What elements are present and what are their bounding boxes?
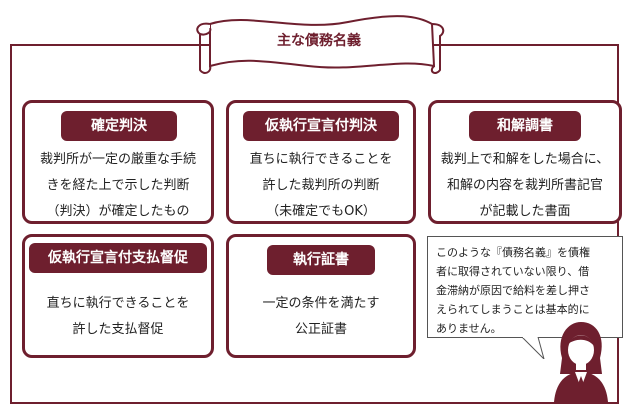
- card-desc-line: 公正証書: [294, 322, 347, 337]
- title-scroll: 主な債務名義: [188, 6, 452, 78]
- diagram-title: 主な債務名義: [277, 33, 361, 49]
- note-line: ありません。: [436, 322, 502, 335]
- card-desc-line: 直ちに執行できることを: [249, 152, 393, 167]
- card-kakutei-hanketsu: 確定判決 裁判所が一定の厳重な手続 きを経た上で示した判断 （判決）が確定したも…: [22, 100, 214, 224]
- card-desc-line: （未確定でもOK）: [266, 204, 376, 219]
- card-karishikkou-hanketsu: 仮執行宣言付判決 直ちに執行できることを 許した裁判所の判断 （未確定でもOK）: [226, 100, 416, 224]
- card-desc-line: 許した裁判所の判断: [262, 178, 380, 193]
- card-label: 和解調書: [469, 111, 581, 141]
- note-line: 金滞納が原因で給料を差し押さ: [436, 284, 590, 297]
- card-desc-line: （判決）が確定したもの: [46, 204, 190, 219]
- note-line: 者に取得されていない限り、借: [436, 265, 590, 278]
- card-wakai-chousho: 和解調書 裁判上で和解をした場合に、 和解の内容を裁判所書記官 が記載した書面: [428, 100, 622, 224]
- card-desc-line: が記載した書面: [479, 204, 571, 219]
- note-line: えられてしまうことは基本的に: [436, 303, 590, 316]
- card-desc-line: 一定の条件を満たす: [262, 296, 380, 311]
- card-label: 仮執行宣言付判決: [243, 111, 399, 141]
- card-label: 仮執行宣言付支払督促: [29, 243, 207, 273]
- card-desc-line: 裁判所が一定の厳重な手続: [39, 152, 196, 167]
- card-karishikkou-shiharaitokusoku: 仮執行宣言付支払督促 直ちに執行できることを 許した支払督促: [22, 234, 214, 358]
- card-desc-line: 許した支払督促: [72, 322, 164, 337]
- card-label: 執行証書: [267, 245, 375, 275]
- speech-tail-icon: [521, 337, 545, 359]
- card-desc-line: 和解の内容を裁判所書記官: [446, 178, 603, 193]
- card-label: 確定判決: [61, 111, 177, 141]
- card-desc-line: 裁判上で和解をした場合に、: [440, 152, 610, 167]
- note-line: このような『債務名義』を債権: [436, 246, 590, 259]
- card-shikkou-shousho: 執行証書 一定の条件を満たす 公正証書: [226, 234, 416, 358]
- woman-avatar-icon: [554, 322, 608, 402]
- scroll-banner-icon: [196, 15, 445, 74]
- card-desc-line: 直ちに執行できることを: [46, 296, 190, 311]
- card-desc-line: きを経た上で示した判断: [46, 178, 190, 193]
